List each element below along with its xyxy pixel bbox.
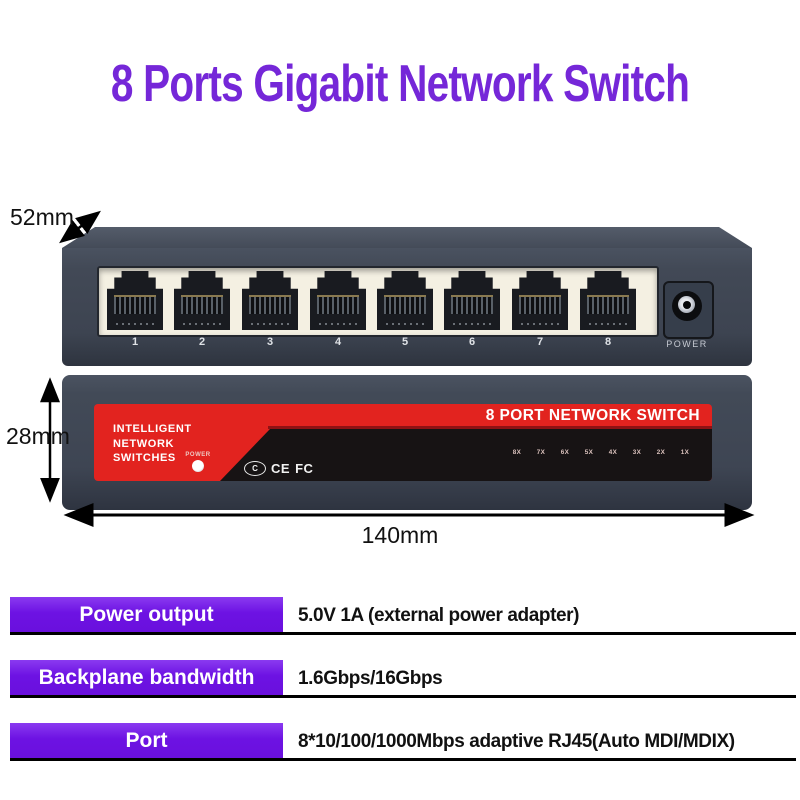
rj45-port-7	[512, 271, 568, 330]
dimension-width-label: 140mm	[361, 522, 439, 548]
power-led-label: POWER	[185, 452, 211, 458]
port-number: 8	[604, 336, 612, 348]
power-jack-pin-hole	[683, 301, 691, 309]
rj45-port-5	[377, 271, 433, 330]
port-number: 3	[266, 336, 274, 348]
power-led	[192, 460, 204, 472]
fcc-mark-icon: FC	[295, 460, 314, 476]
page-title: 8 Ports Gigabit Network Switch	[110, 55, 690, 113]
brand-text: INTELLIGENT NETWORK SWITCHES	[113, 422, 192, 466]
status-led-5x: 5X	[578, 449, 600, 456]
port-number: 4	[334, 336, 342, 348]
brand-line: SWITCHES	[113, 452, 176, 464]
spec-value: 5.0V 1A (external power adapter)	[298, 605, 580, 626]
cert-marks: C CE FC	[244, 459, 313, 477]
port-number: 6	[468, 336, 476, 348]
status-led-2x: 2X	[650, 449, 672, 456]
port-number: 5	[401, 336, 409, 348]
dimension-height-label: 28mm	[6, 423, 70, 449]
status-led-label: 7X	[536, 449, 546, 456]
port-number: 1	[131, 336, 139, 348]
status-led-1x: 1X	[674, 449, 696, 456]
spec-divider	[10, 758, 796, 761]
status-led-label: 6X	[560, 449, 570, 456]
spec-label-bar: Backplane bandwidth	[10, 660, 283, 695]
spec-divider	[10, 632, 796, 635]
status-led-label: 8X	[512, 449, 522, 456]
port-number: 7	[536, 336, 544, 348]
rj45-port-1	[107, 271, 163, 330]
spec-label-bar: Power output	[10, 597, 283, 632]
rj45-port-6	[444, 271, 500, 330]
status-led-label: 2X	[656, 449, 666, 456]
spec-value: 1.6Gbps/16Gbps	[298, 668, 443, 689]
status-led-8x: 8X	[506, 449, 528, 456]
status-led-label: 3X	[632, 449, 642, 456]
status-led-4x: 4X	[602, 449, 624, 456]
rj45-port-3	[242, 271, 298, 330]
status-led-6x: 6X	[554, 449, 576, 456]
banner-underline	[268, 426, 712, 429]
ce-mark-icon: CE	[271, 460, 291, 476]
rj45-port-4	[310, 271, 366, 330]
front-label-panel: 8 PORT NETWORK SWITCH INTELLIGENT NETWOR…	[94, 404, 712, 481]
status-led-label: 4X	[608, 449, 618, 456]
power-jack-label: POWER	[666, 339, 708, 349]
dimension-depth-label: 52mm	[10, 204, 74, 230]
status-led-7x: 7X	[530, 449, 552, 456]
ccc-mark-icon: C	[244, 460, 266, 476]
rj45-port-8	[580, 271, 636, 330]
status-led-label: 1X	[680, 449, 690, 456]
rj45-port-2	[174, 271, 230, 330]
status-led-label: 5X	[584, 449, 594, 456]
brand-line: INTELLIGENT	[113, 423, 192, 435]
spec-label-bar: Port	[10, 723, 283, 758]
switch-top-surface	[62, 227, 752, 248]
port-number: 2	[198, 336, 206, 348]
banner-title: 8 PORT NETWORK SWITCH	[485, 407, 700, 424]
front-panel-black-area	[220, 429, 712, 481]
power-jack-recess	[663, 281, 714, 339]
spec-divider	[10, 695, 796, 698]
spec-value: 8*10/100/1000Mbps adaptive RJ45(Auto MDI…	[298, 731, 735, 752]
brand-line: NETWORK	[113, 437, 175, 450]
status-led-3x: 3X	[626, 449, 648, 456]
